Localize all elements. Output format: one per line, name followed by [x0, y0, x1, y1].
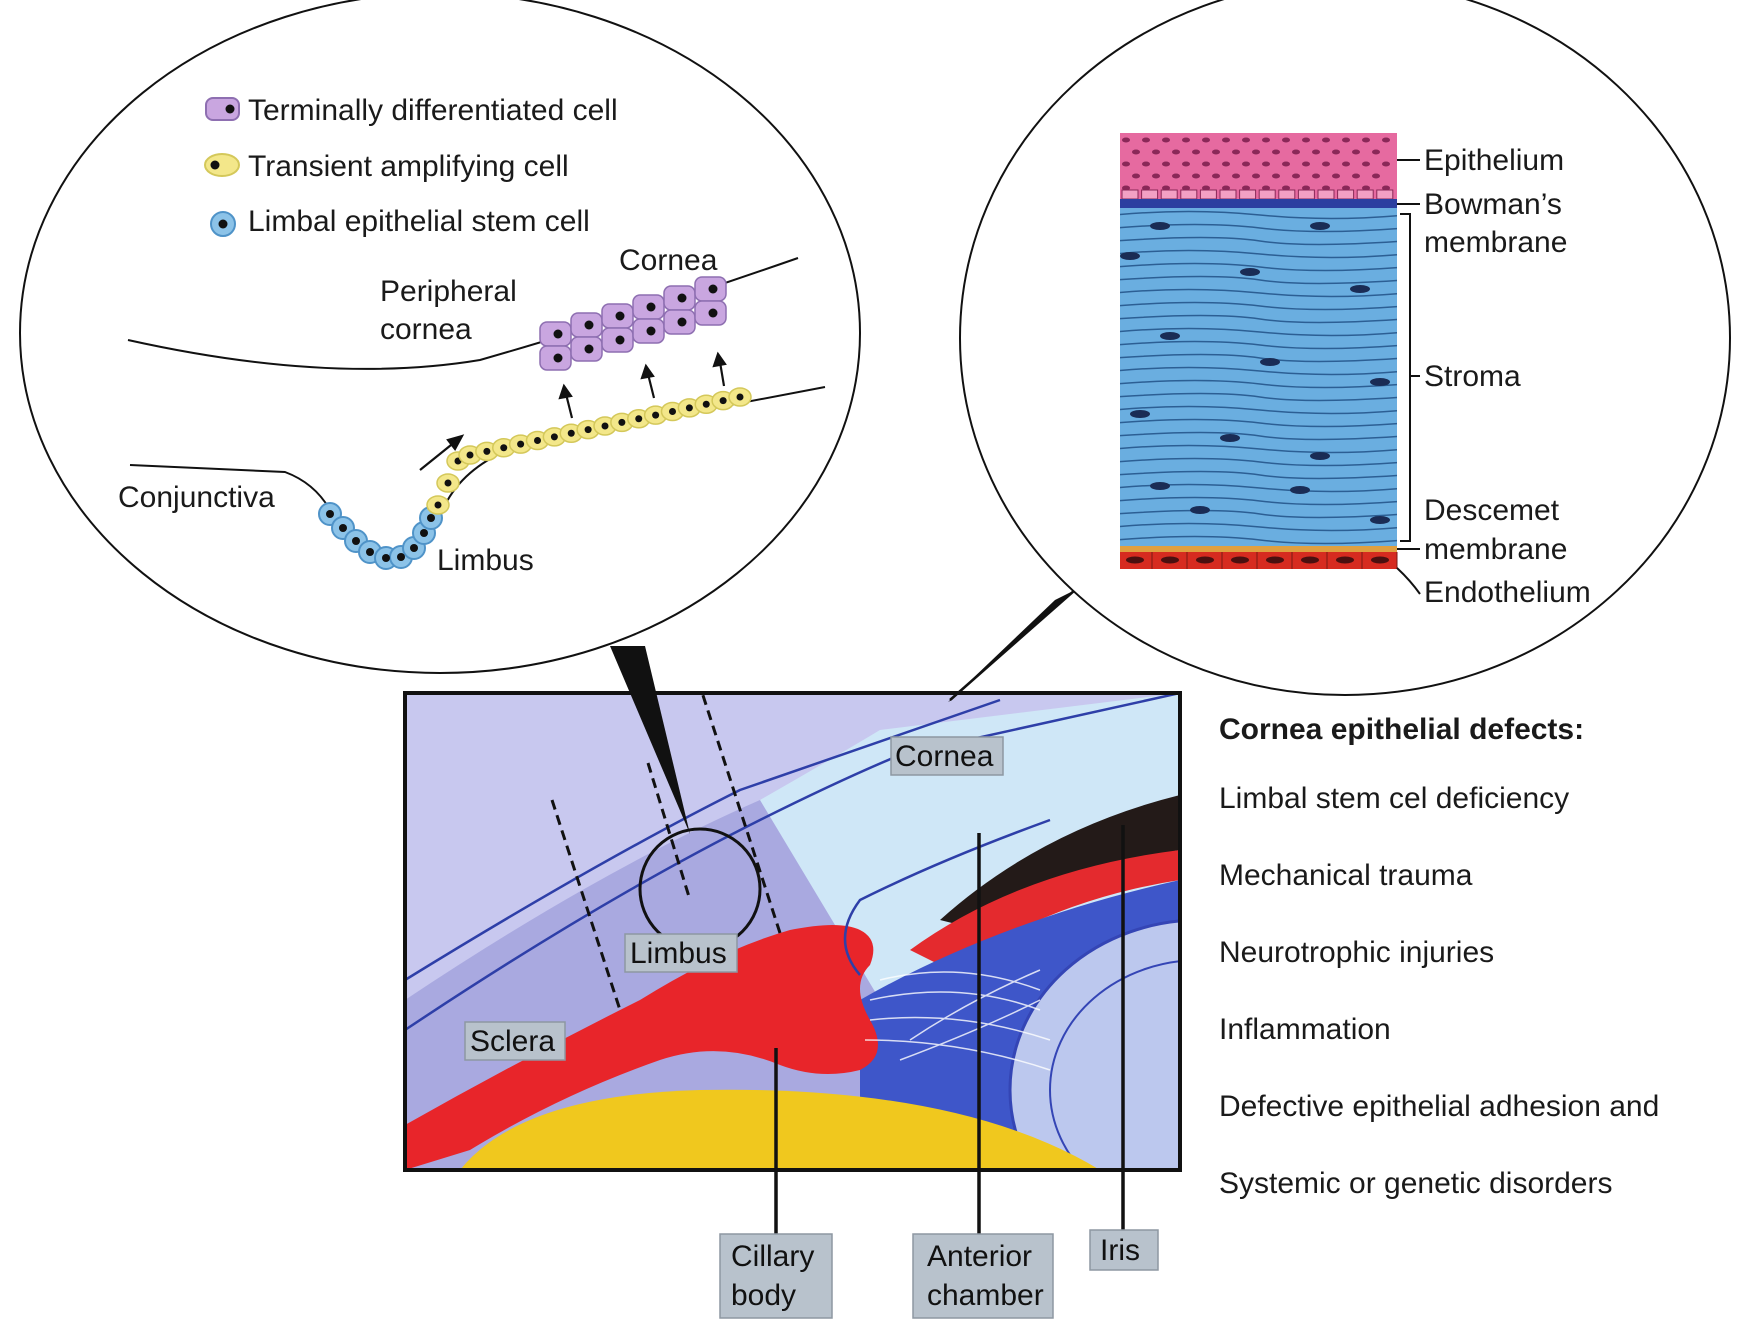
cornea-layers-magnified-view: Epithelium Bowman’s membrane Stroma Desc… [959, 0, 1731, 696]
defect-item: Inflammation [1219, 1013, 1391, 1046]
label-anterior: Anterior [927, 1240, 1032, 1273]
stroma-fibers [1120, 210, 1397, 545]
eye-labels: Cornea Limbus Sclera Cillary body Anteri… [464, 736, 1159, 1319]
label-bowman: Bowman’s [1424, 188, 1562, 221]
label-stroma: Stroma [1424, 360, 1521, 393]
terminal-cell-swatch [205, 97, 240, 121]
lens-yellow [460, 1089, 1100, 1170]
label-endothelium: Endothelium [1424, 576, 1591, 609]
label-peripheral-cornea: cornea [380, 313, 472, 346]
label-epithelium: Epithelium [1424, 144, 1564, 177]
legend-stem: Limbal epithelial stem cell [248, 205, 590, 238]
defect-item: Neurotrophic injuries [1219, 936, 1495, 969]
ciliary-body-region [405, 925, 878, 1170]
label-ciliary-body: body [731, 1279, 796, 1312]
label-anterior-chamber: chamber [927, 1279, 1044, 1312]
migration-arrows [419, 351, 727, 471]
bowman-layer [1120, 199, 1397, 208]
label-peripheral: Peripheral [380, 275, 517, 308]
transient-cell-swatch [204, 153, 240, 177]
zonule-fibers [864, 969, 1051, 1071]
corneal-layer-lines [405, 693, 1180, 1032]
eye-cross-section [403, 691, 1182, 1172]
label-conjunctiva: Conjunctiva [118, 481, 275, 514]
transient-cells [426, 387, 752, 515]
endothelium-cells [1126, 552, 1398, 569]
limbus-magnified-view: Terminally differentiated cell Transient… [19, 0, 861, 674]
legend: Terminally differentiated cell Transient… [204, 94, 618, 238]
defect-item: Limbal stem cel deficiency [1219, 782, 1570, 815]
label-sclera: Sclera [470, 1025, 555, 1058]
label-cornea-magnified: Cornea [619, 244, 718, 277]
label-limbus-magnified: Limbus [437, 544, 534, 577]
label-bowman-membrane: membrane [1424, 226, 1567, 259]
defects-panel: Cornea epithelial defects: Limbal stem c… [1219, 712, 1719, 1243]
label-cornea: Cornea [895, 740, 994, 773]
limbus-dashed-lines [550, 693, 782, 1011]
terminal-cells [539, 276, 727, 371]
left-callout-wedge [610, 646, 690, 834]
defect-item: Mechanical trauma [1219, 859, 1473, 892]
label-descemet-membrane: membrane [1424, 533, 1567, 566]
legend-terminal: Terminally differentiated cell [248, 94, 618, 127]
epithelium-cells [1121, 137, 1394, 200]
lens-outline [1008, 919, 1180, 1170]
epithelium-layer [1120, 133, 1397, 199]
defects-title: Cornea epithelial defects: [1219, 713, 1585, 746]
layer-leader-lines [1396, 159, 1421, 595]
eye-frame [403, 691, 1182, 1172]
defect-item: Systemic or genetic disorders [1219, 1167, 1613, 1200]
legend-transient: Transient amplifying cell [248, 150, 569, 183]
label-descemet: Descemet [1424, 494, 1560, 527]
descemet-layer [1120, 546, 1397, 552]
label-iris: Iris [1100, 1234, 1140, 1267]
stroma-layer [1120, 208, 1397, 546]
endothelium-layer [1120, 552, 1397, 569]
defect-item: Defective epithelial adhesion and [1219, 1090, 1660, 1123]
label-ciliary: Cillary [731, 1240, 814, 1273]
label-limbus: Limbus [630, 937, 727, 970]
iris-dark [940, 795, 1180, 930]
